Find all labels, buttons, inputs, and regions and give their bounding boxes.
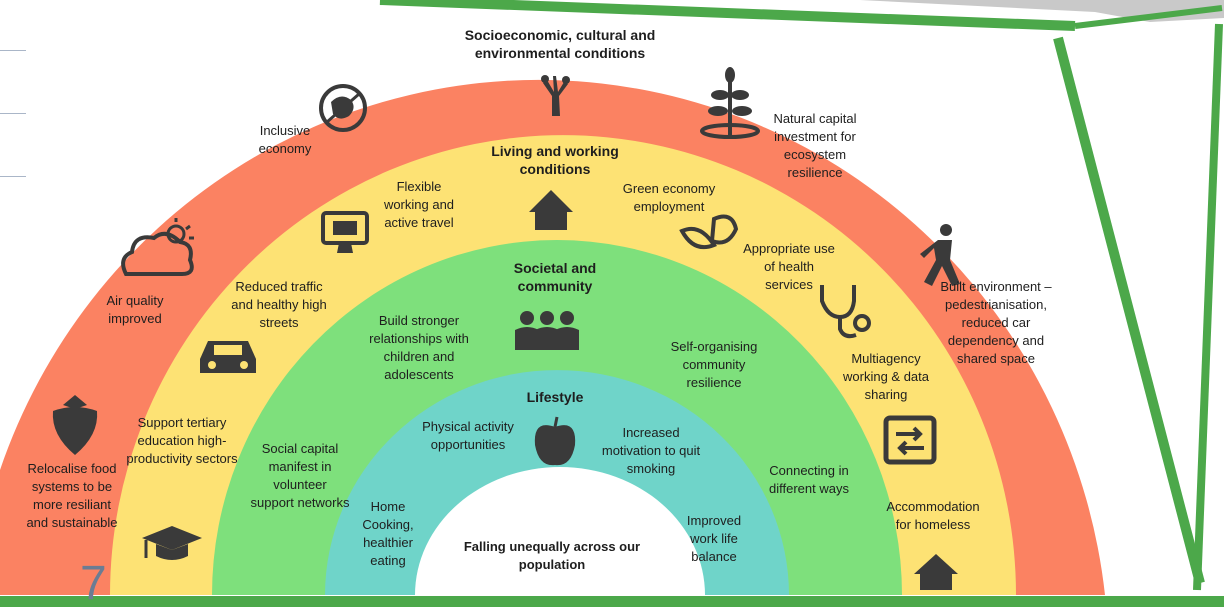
natural-capital-label: Natural capital investment for ecosystem… <box>773 111 857 180</box>
quit-smoking-label: Increased motivation to quit smoking <box>601 425 701 476</box>
green-economy-label: Green economy employment <box>622 181 716 214</box>
multiagency-label: Multiagency working & data sharing <box>843 351 929 402</box>
center-semicircle <box>415 467 705 595</box>
relocalise-food-label: Relocalise food systems to be more resil… <box>26 461 118 530</box>
flexible-working-label: Flexible working and active travel <box>383 179 455 230</box>
people-icon <box>515 311 579 350</box>
support-tertiary-label: Support tertiary education high-producti… <box>126 415 238 466</box>
side-separator <box>0 113 26 114</box>
accommodation-label: Accommodation for homeless <box>886 499 980 532</box>
graduation-cap-icon <box>142 526 202 560</box>
stethoscope-icon <box>820 285 871 339</box>
page-number: 7 <box>80 557 107 610</box>
work-life-label: Improved work life balance <box>686 513 742 564</box>
health-services-label: Appropriate use of health services <box>743 241 835 292</box>
air-quality-label: Air quality improved <box>106 293 164 326</box>
social-capital-label: Social capital manifest in volunteer sup… <box>250 441 350 510</box>
reduced-traffic-label: Reduced traffic and healthy high streets <box>231 279 327 330</box>
car-icon <box>200 341 256 373</box>
center-text: Falling unequally across our population <box>463 539 641 572</box>
self-organising-label: Self-organising community resilience <box>670 339 758 390</box>
tree-icon <box>541 75 570 116</box>
built-environment-label: Built environment – pedestrianisation, r… <box>940 279 1052 366</box>
cloud-sun-icon <box>121 218 194 276</box>
frame-upper-right-line <box>1074 5 1223 29</box>
house-icon-small <box>914 554 958 590</box>
lifestyle-ring-title: Lifestyle <box>526 389 584 405</box>
data-share-icon <box>883 415 937 465</box>
frame-outer-right-line <box>1193 23 1223 591</box>
walking-person-icon <box>920 224 960 286</box>
hand-globe-icon <box>319 84 367 132</box>
build-relationships-label: Build stronger relationships with childr… <box>369 313 469 382</box>
leaves-icon <box>679 214 739 250</box>
inclusive-economy-label: Inclusive economy <box>258 123 312 156</box>
frame-bottom-bar <box>0 596 1224 607</box>
outer-ring-title: Socioeconomic, cultural and environmenta… <box>464 27 656 61</box>
house-icon <box>529 190 573 230</box>
home-cooking-label: Home Cooking, healthier eating <box>362 499 414 568</box>
apple-icon <box>534 416 576 466</box>
physical-activity-label: Physical activity opportunities <box>422 419 514 452</box>
frame-inner-right-line <box>1053 36 1205 585</box>
connecting-label: Connecting in different ways <box>769 463 849 496</box>
frame-top-line <box>379 0 1076 31</box>
strawberry-icon <box>52 395 98 455</box>
living-ring-title: Living and working conditions <box>491 143 619 177</box>
side-separator <box>0 50 26 51</box>
plant-icon <box>700 67 760 139</box>
societal-ring-title: Societal and community <box>513 260 597 294</box>
monitor-icon <box>321 211 369 253</box>
side-separator <box>0 176 26 177</box>
